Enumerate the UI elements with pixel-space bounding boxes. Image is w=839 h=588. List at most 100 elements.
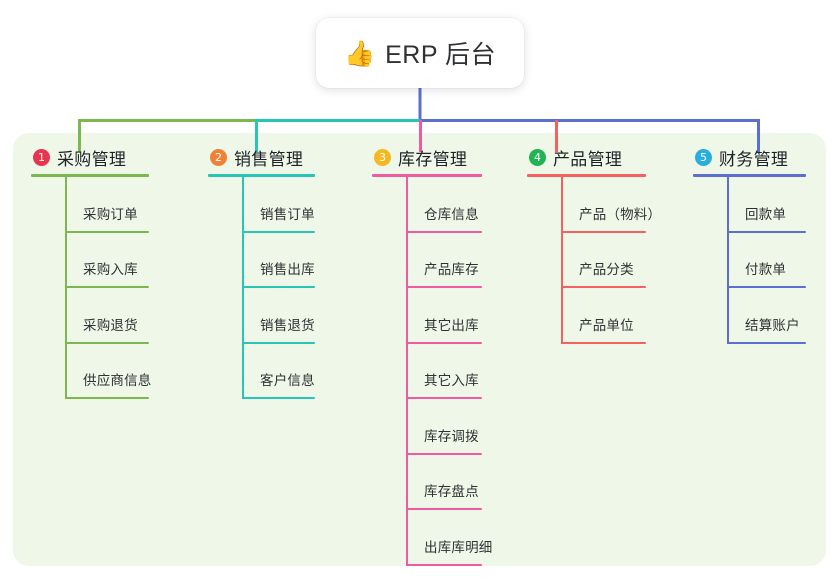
leaf-rule	[406, 563, 482, 566]
branch-spine	[561, 177, 563, 344]
leaf-rule	[65, 397, 149, 399]
leaf-node[interactable]: 产品库存	[372, 233, 482, 288]
branch-header-4[interactable]: 4 产品管理	[527, 146, 646, 169]
branch-header-rule	[372, 174, 482, 177]
leaf-rule	[406, 452, 482, 455]
leaf-rule	[406, 397, 482, 399]
leaf-label: 销售退货	[260, 317, 315, 333]
branch-header-1[interactable]: 1 采购管理	[31, 146, 149, 169]
leaf-rule	[65, 230, 149, 233]
leaf-label: 产品分类	[579, 262, 634, 277]
leaf-label: 采购退货	[83, 317, 138, 333]
leaf-label: 付款单	[745, 262, 787, 277]
branch-badge-4: 4	[529, 148, 546, 166]
leaf-rule	[406, 508, 482, 510]
branch-badge-3: 3	[374, 148, 391, 166]
branch-children: 销售订单销售出库销售退货客户信息	[208, 177, 315, 399]
leaf-label: 销售订单	[260, 206, 315, 222]
leaf-label: 回款单	[745, 206, 787, 222]
leaf-node[interactable]: 供应商信息	[31, 344, 152, 399]
branch-badge-5: 5	[695, 148, 712, 166]
leaf-node[interactable]: 仓库信息	[372, 177, 482, 233]
root-label: ERP 后台	[385, 41, 497, 69]
branch-header-2[interactable]: 2 销售管理	[208, 146, 315, 169]
branch-column-1: 1 采购管理采购订单采购入库采购退货供应商信息	[31, 146, 152, 399]
branch-header-rule	[527, 174, 646, 177]
branch-children: 产品（物料） 产品分类产品单位	[527, 177, 661, 344]
leaf-node[interactable]: 库存盘点	[372, 455, 482, 510]
leaf-rule	[242, 397, 315, 399]
leaf-node[interactable]: 其它入库	[372, 344, 482, 399]
branch-column-4: 4 产品管理产品（物料） 产品分类产品单位	[527, 146, 661, 344]
leaf-rule	[561, 341, 646, 344]
leaf-node[interactable]: 采购退货	[31, 288, 149, 344]
leaf-label: 供应商信息	[83, 373, 152, 388]
leaf-rule	[727, 230, 806, 233]
leaf-node[interactable]: 采购入库	[31, 233, 149, 288]
leaf-label: 销售出库	[260, 262, 315, 277]
branch-column-5: 5 财务管理回款单付款单结算账户	[693, 146, 806, 344]
branch-title: 产品管理	[553, 149, 623, 169]
leaf-node[interactable]: 销售出库	[208, 233, 315, 288]
leaf-node[interactable]: 产品（物料）	[527, 177, 661, 233]
branch-children: 回款单付款单结算账户	[693, 177, 806, 344]
root-node[interactable]: 👍 ERP 后台	[316, 18, 524, 88]
leaf-rule	[242, 230, 315, 233]
leaf-rule	[242, 286, 315, 288]
leaf-rule	[727, 286, 806, 288]
branch-spine	[65, 177, 67, 399]
leaf-rule	[406, 230, 482, 233]
branches-panel	[13, 133, 826, 566]
leaf-label: 产品库存	[424, 262, 479, 277]
branch-header-rule	[693, 174, 806, 177]
leaf-rule	[727, 341, 806, 344]
branch-spine	[727, 177, 729, 344]
branch-badge-1: 1	[33, 148, 50, 166]
leaf-label: 客户信息	[260, 373, 315, 388]
branch-spine	[406, 177, 408, 566]
leaf-node[interactable]: 产品单位	[527, 288, 646, 344]
leaf-label: 产品（物料）	[579, 206, 662, 222]
leaf-rule	[406, 286, 482, 288]
leaf-node[interactable]: 其它出库	[372, 288, 482, 344]
leaf-label: 采购订单	[83, 206, 138, 222]
leaf-node[interactable]: 付款单	[693, 233, 806, 288]
leaf-node[interactable]: 销售退货	[208, 288, 315, 344]
branch-header-rule	[31, 174, 149, 177]
leaf-label: 出库库明细	[424, 539, 493, 555]
branch-title: 采购管理	[57, 149, 127, 169]
branch-children: 仓库信息产品库存其它出库其它入库库存调拨库存盘点出库库明细	[372, 177, 492, 566]
branch-header-3[interactable]: 3 库存管理	[372, 146, 482, 169]
leaf-node[interactable]: 结算账户	[693, 288, 806, 344]
branch-spine	[242, 177, 244, 399]
branch-title: 销售管理	[234, 149, 304, 169]
branch-title: 库存管理	[398, 149, 468, 169]
leaf-node[interactable]: 产品分类	[527, 233, 646, 288]
leaf-label: 库存调拨	[424, 428, 479, 444]
leaf-rule	[561, 286, 646, 288]
branch-title: 财务管理	[719, 149, 789, 169]
leaf-rule	[406, 341, 482, 344]
leaf-rule	[561, 230, 646, 233]
branch-column-2: 2 销售管理销售订单销售出库销售退货客户信息	[208, 146, 315, 399]
branch-column-3: 3 库存管理仓库信息产品库存其它出库其它入库库存调拨库存盘点出库库明细	[372, 146, 492, 566]
leaf-node[interactable]: 出库库明细	[372, 510, 492, 566]
branch-badge-2: 2	[210, 148, 227, 166]
branch-header-rule	[208, 174, 315, 177]
thumbs-up-icon: 👍	[343, 39, 376, 68]
leaf-label: 产品单位	[579, 317, 634, 333]
leaf-node[interactable]: 回款单	[693, 177, 806, 233]
branch-header-5[interactable]: 5 财务管理	[693, 146, 806, 169]
leaf-rule	[65, 341, 149, 344]
leaf-node[interactable]: 库存调拨	[372, 399, 482, 455]
leaf-rule	[242, 341, 315, 344]
leaf-label: 其它出库	[424, 317, 479, 333]
leaf-label: 仓库信息	[424, 206, 479, 222]
leaf-node[interactable]: 客户信息	[208, 344, 315, 399]
leaf-label: 其它入库	[424, 373, 479, 388]
leaf-node[interactable]: 采购订单	[31, 177, 149, 233]
leaf-label: 采购入库	[83, 262, 138, 277]
leaf-node[interactable]: 销售订单	[208, 177, 315, 233]
leaf-rule	[65, 286, 149, 288]
